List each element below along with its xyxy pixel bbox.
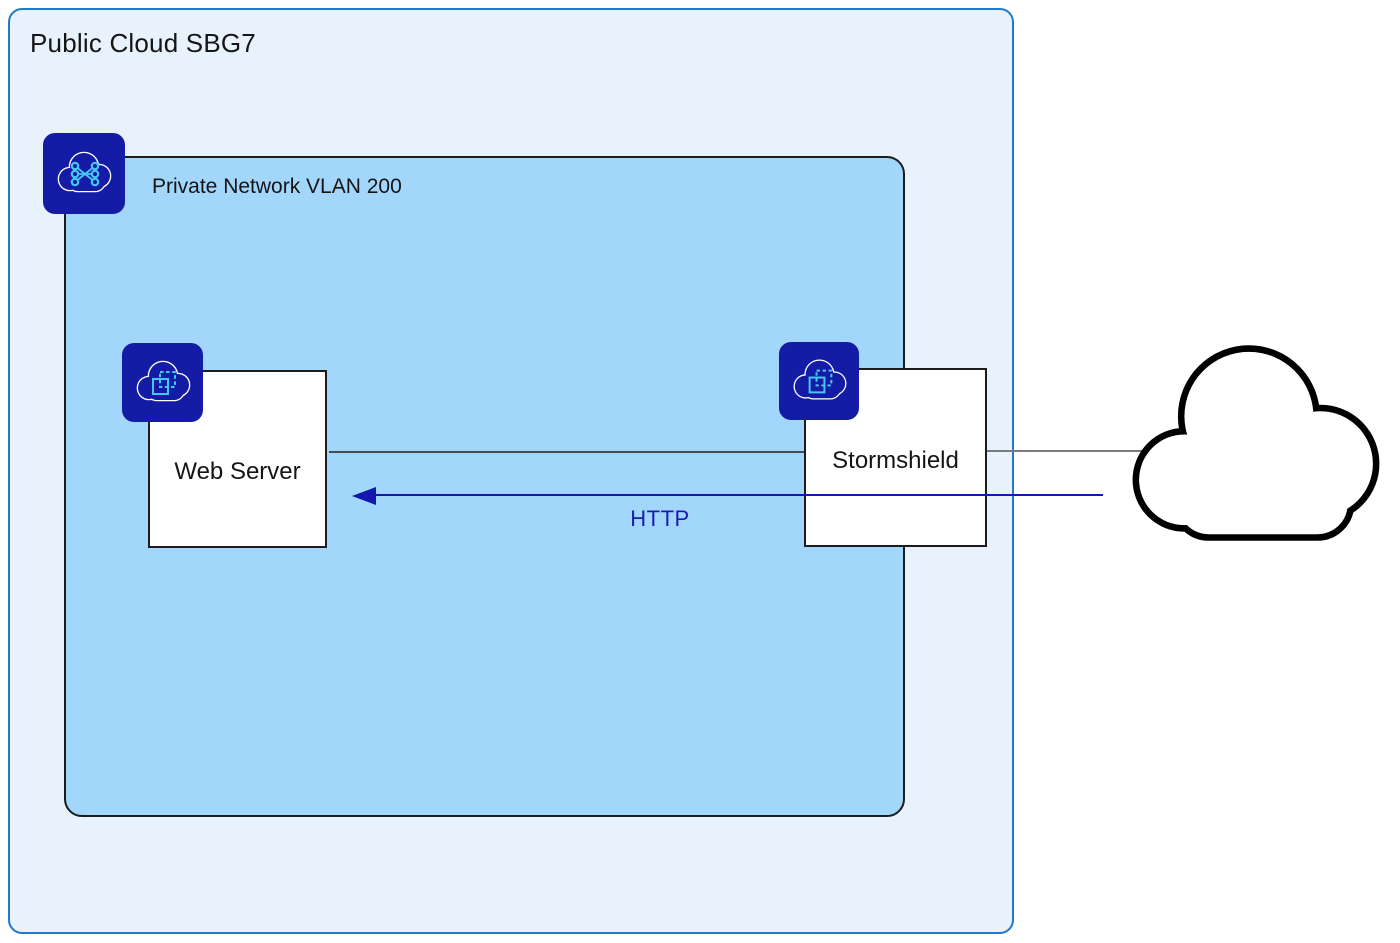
vrack-network-cloud-icon <box>43 133 125 214</box>
private-network-label: Private Network VLAN 200 <box>152 175 402 198</box>
web-server-instance-icon <box>122 343 203 422</box>
stormshield-label: Stormshield <box>832 447 959 474</box>
link-stormshield-internet <box>987 450 1142 452</box>
stormshield-instance-icon <box>779 342 859 420</box>
public-cloud-title: Public Cloud SBG7 <box>30 28 256 58</box>
link-webserver-stormshield <box>329 451 804 453</box>
http-arrowhead-icon <box>352 487 376 505</box>
web-server-label: Web Server <box>174 458 301 485</box>
http-flow-line <box>370 494 1103 496</box>
http-flow-label: HTTP <box>630 506 690 531</box>
internet-cloud-icon <box>1126 330 1388 548</box>
